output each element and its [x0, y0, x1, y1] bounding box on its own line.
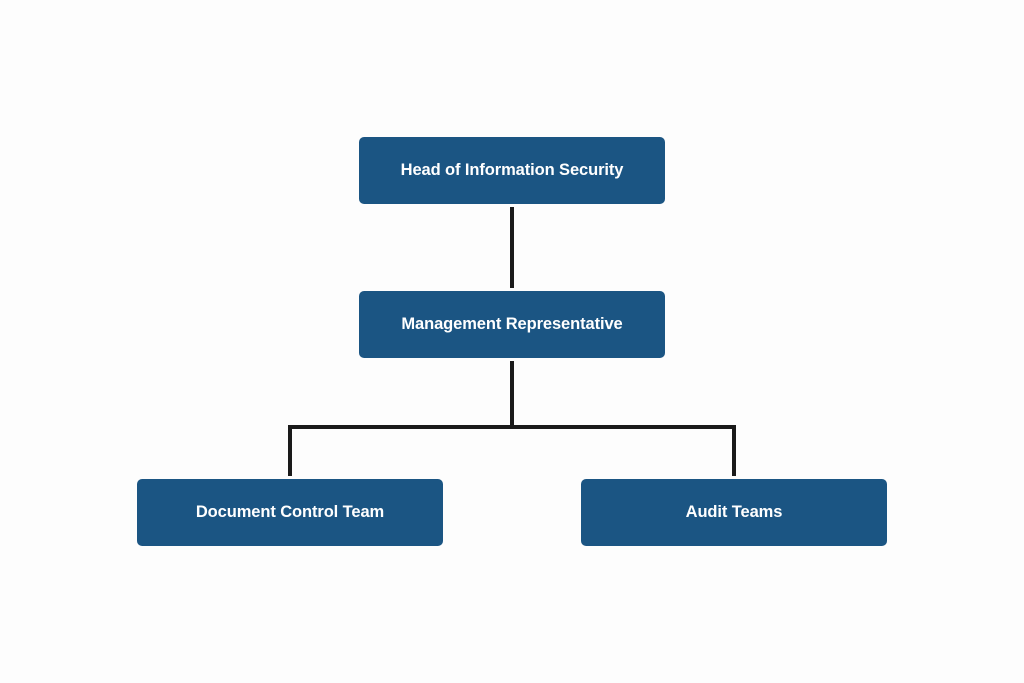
node-label: Audit Teams	[685, 503, 783, 521]
node-label: Head of Information Security	[400, 161, 624, 179]
node-management-representative: Management Representative	[359, 291, 665, 358]
node-document-control-team: Document Control Team	[137, 479, 443, 546]
node-label: Management Representative	[401, 315, 623, 333]
node-label: Document Control Team	[195, 503, 385, 521]
connector-branch-horizontal	[288, 425, 736, 476]
node-audit-teams: Audit Teams	[581, 479, 887, 546]
node-head-of-information-security: Head of Information Security	[359, 137, 665, 204]
